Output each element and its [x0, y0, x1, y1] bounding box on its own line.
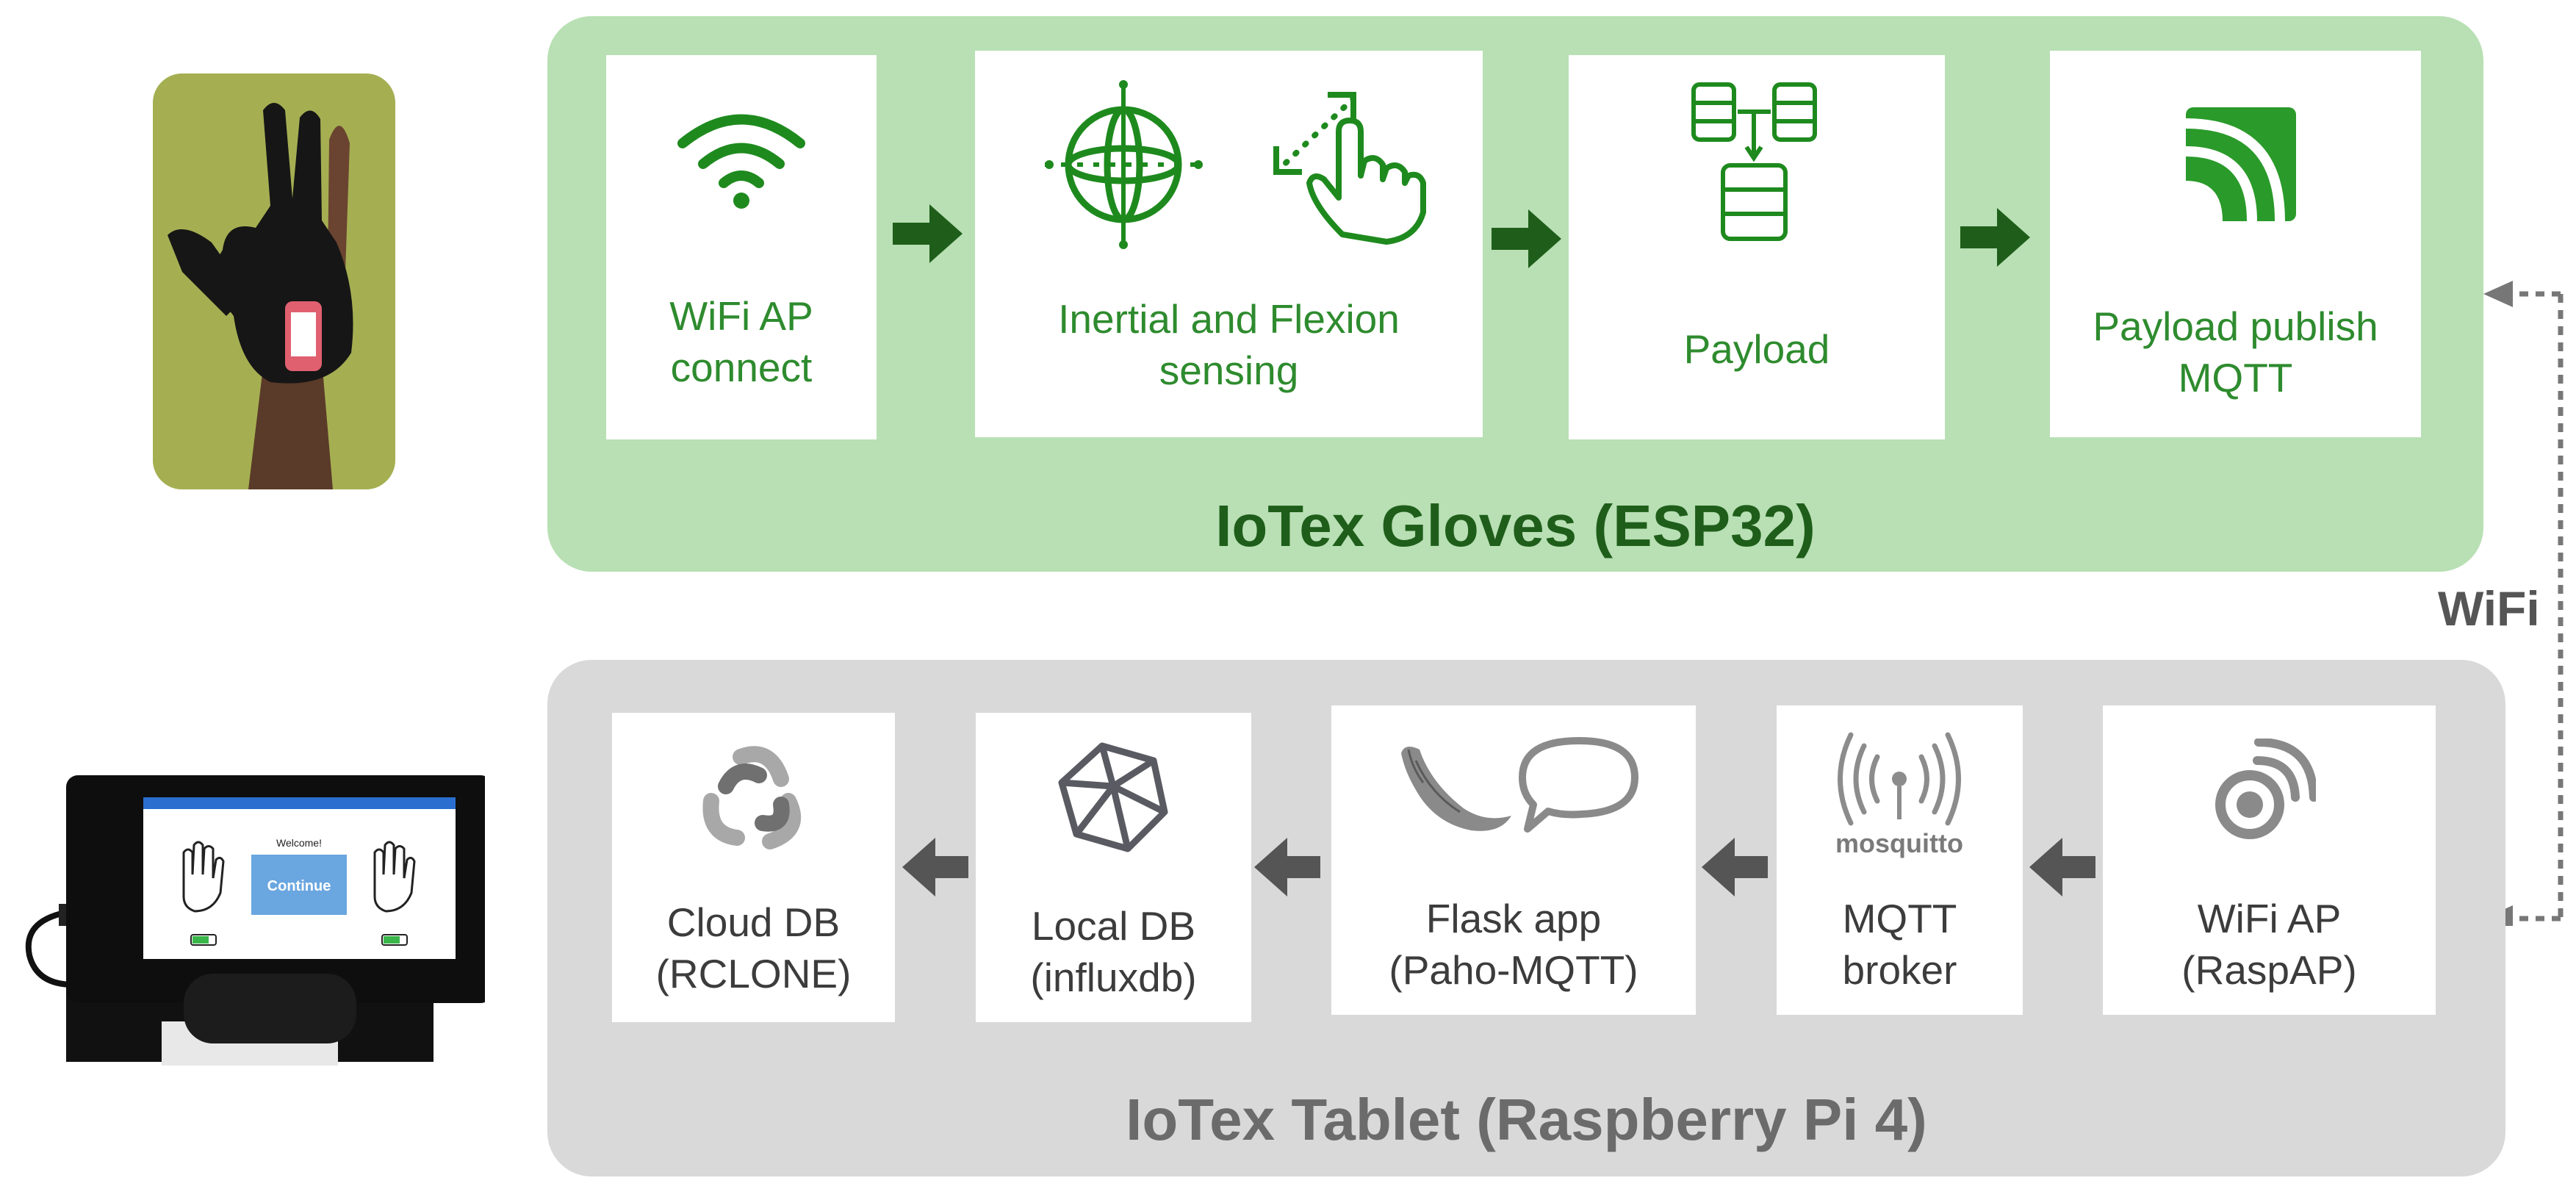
tablet-photo: Welcome! Continue	[25, 775, 485, 1066]
mosquitto-logo-text: mosquitto	[1835, 828, 1963, 858]
step-payload-publish-mqtt: Payload publish MQTT	[2050, 51, 2421, 437]
step-label: Inertial and Flexion sensing	[1058, 296, 1400, 393]
step-mqtt-broker: mosquitto MQTT broker	[1777, 705, 2023, 1015]
rclone-icon	[702, 746, 802, 849]
glove-panel-title: IoTex Gloves (ESP32)	[1215, 493, 1816, 558]
step-label: Payload	[1683, 326, 1830, 372]
tablet-panel-title: IoTex Tablet (Raspberry Pi 4)	[1126, 1087, 1927, 1152]
influxdb-icon	[1058, 742, 1168, 852]
step-payload: Payload	[1569, 55, 1945, 439]
wifi-link-label: WiFi	[2438, 581, 2540, 636]
gyroscope-icon	[1045, 80, 1203, 249]
glove-photo	[153, 73, 395, 489]
step-label: WiFi AP connect	[669, 293, 813, 390]
step-cloud-db: Cloud DB (RCLONE)	[612, 713, 895, 1022]
arrow-left-icon	[1702, 838, 1768, 897]
raspap-icon	[2215, 739, 2316, 839]
arrow-right-icon	[1492, 209, 1561, 268]
step-inertial-flexion-sensing: Inertial and Flexion sensing	[975, 51, 1483, 437]
step-label: Flask app (Paho-MQTT)	[1389, 896, 1638, 993]
step-label: Payload publish MQTT	[2093, 303, 2378, 400]
chat-bubble-icon	[1519, 737, 1638, 833]
step-label: WiFi AP (RaspAP)	[2181, 896, 2357, 993]
mqtt-publish-icon	[2186, 107, 2296, 221]
tablet-continue-button	[251, 855, 347, 915]
step-wifi-ap-raspap: WiFi AP (RaspAP)	[2103, 705, 2436, 1015]
step-label: MQTT broker	[1842, 896, 1957, 993]
flask-icon	[1401, 747, 1511, 831]
tablet-welcome-text: Welcome!	[276, 837, 322, 849]
finger-stretch-icon	[1273, 92, 1426, 245]
step-label: Local DB (influxdb)	[1030, 903, 1197, 1000]
step-wifi-ap-connect: WiFi AP connect	[606, 55, 877, 439]
arrow-right-icon	[1960, 208, 2030, 267]
arrow-right-icon	[893, 204, 963, 263]
step-flask-app: Flask app (Paho-MQTT)	[1331, 705, 1696, 1015]
arrow-left-icon	[902, 838, 968, 897]
step-local-db: Local DB (influxdb)	[976, 713, 1251, 1022]
arrow-left-icon	[1254, 838, 1320, 897]
mosquitto-icon: mosquitto	[1835, 732, 1963, 858]
database-icon	[1691, 82, 1817, 241]
step-label: Cloud DB (RCLONE)	[655, 899, 852, 996]
arrow-left-icon	[2029, 838, 2095, 897]
tablet-continue-label: Continue	[267, 878, 331, 894]
wifi-icon	[677, 114, 805, 209]
